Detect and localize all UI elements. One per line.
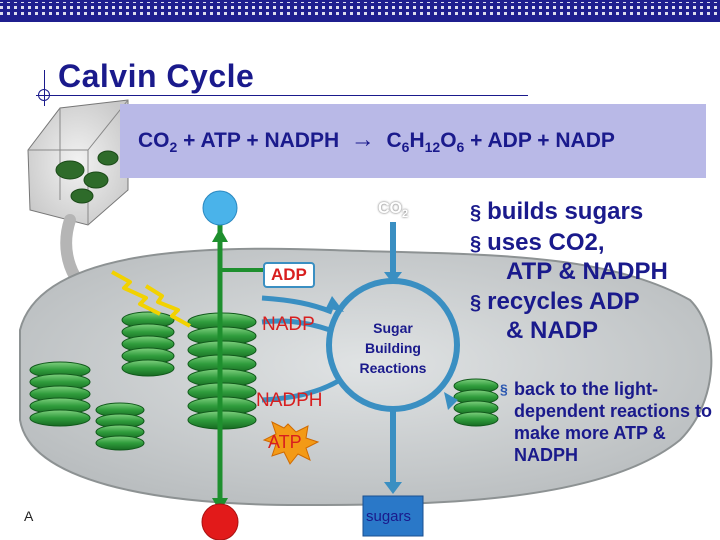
title-underline: [36, 95, 528, 96]
eq-glucose-c: C: [386, 129, 402, 152]
bullet-marker: §: [470, 233, 482, 255]
bullet-list: §builds sugars §uses CO2,ATP & NADPH §re…: [470, 198, 716, 347]
slide-title: Calvin Cycle: [58, 58, 255, 94]
bullet-uses-co2: §uses CO2,ATP & NADPH: [470, 229, 716, 286]
sub-bullet-text: back to the light-dependent reactions to…: [514, 379, 713, 465]
adp-label: ADP: [263, 262, 315, 288]
equation-banner: CO2 + ATP + NADPH → C6H12O6 + ADP + NADP: [120, 104, 706, 178]
thylakoid-stacks: [29, 311, 499, 451]
eq-nadp: NADP: [555, 129, 615, 152]
nadp-label: NADP: [262, 314, 315, 335]
atp-label: ATP: [268, 432, 302, 452]
eq-glucose-o-sub: 6: [456, 139, 465, 156]
eq-adp: ADP: [487, 129, 532, 152]
sugars-box: [362, 495, 424, 537]
bullet-text-continued: ATP & NADPH: [506, 258, 668, 285]
eq-glucose-c-sub: 6: [401, 139, 410, 156]
footer-mark: A: [24, 508, 34, 524]
eq-glucose-h-sub: 12: [424, 139, 441, 156]
input-molecule-circle: [202, 190, 238, 226]
bullet-marker: §: [470, 202, 482, 224]
bullet-text: uses CO2,: [487, 229, 605, 256]
eq-nadph: NADPH: [264, 129, 340, 152]
cycle-label-line-3: Reactions: [359, 360, 427, 376]
eq-plus-2: +: [240, 129, 265, 152]
eq-plus-3: +: [464, 129, 488, 152]
co2-label-sub: 2: [402, 208, 409, 221]
cycle-label: Sugar Building Reactions: [344, 318, 442, 378]
header-pattern-overlay: [0, 2, 720, 18]
bullet-text-continued: & NADP: [506, 317, 599, 344]
eq-plus-1: +: [177, 129, 201, 152]
header-bar: [0, 0, 720, 22]
cycle-label-line-1: Sugar: [373, 320, 413, 336]
bullet-recycles: §recycles ADP& NADP: [470, 288, 716, 345]
sunlight-bolts: [111, 270, 191, 328]
eq-plus-4: +: [531, 129, 556, 152]
eq-co2: CO: [138, 129, 170, 152]
eq-atp: ATP: [200, 129, 241, 152]
sub-bullet-marker: §: [500, 381, 508, 397]
equation-text: CO2 + ATP + NADPH → C6H12O6 + ADP + NADP: [138, 126, 615, 155]
bullet-text: recycles ADP: [487, 288, 640, 315]
bullet-marker: §: [470, 292, 482, 314]
nadph-label: NADPH: [256, 390, 323, 411]
calvin-cycle-loop: [261, 222, 460, 494]
bullet-builds-sugars: §builds sugars: [470, 198, 716, 227]
leaf-cell-illustration: [27, 99, 129, 226]
eq-co2-sub: 2: [169, 139, 178, 156]
atp-starburst: [262, 421, 320, 465]
sub-bullet: § back to the light-dependent reactions t…: [500, 378, 714, 466]
cycle-label-line-2: Building: [365, 340, 421, 356]
energy-pathway: [212, 222, 270, 512]
co2-label: CO2: [378, 200, 409, 221]
title-accent-line-vertical: [44, 70, 45, 106]
sugars-label: sugars: [366, 508, 412, 525]
eq-glucose-h: H: [409, 129, 425, 152]
eq-glucose-o: O: [440, 129, 457, 152]
eq-arrow: →: [350, 126, 375, 153]
output-molecule-circle: [201, 503, 239, 540]
bullet-text: builds sugars: [487, 198, 644, 225]
title-accent-ring: [38, 89, 50, 101]
